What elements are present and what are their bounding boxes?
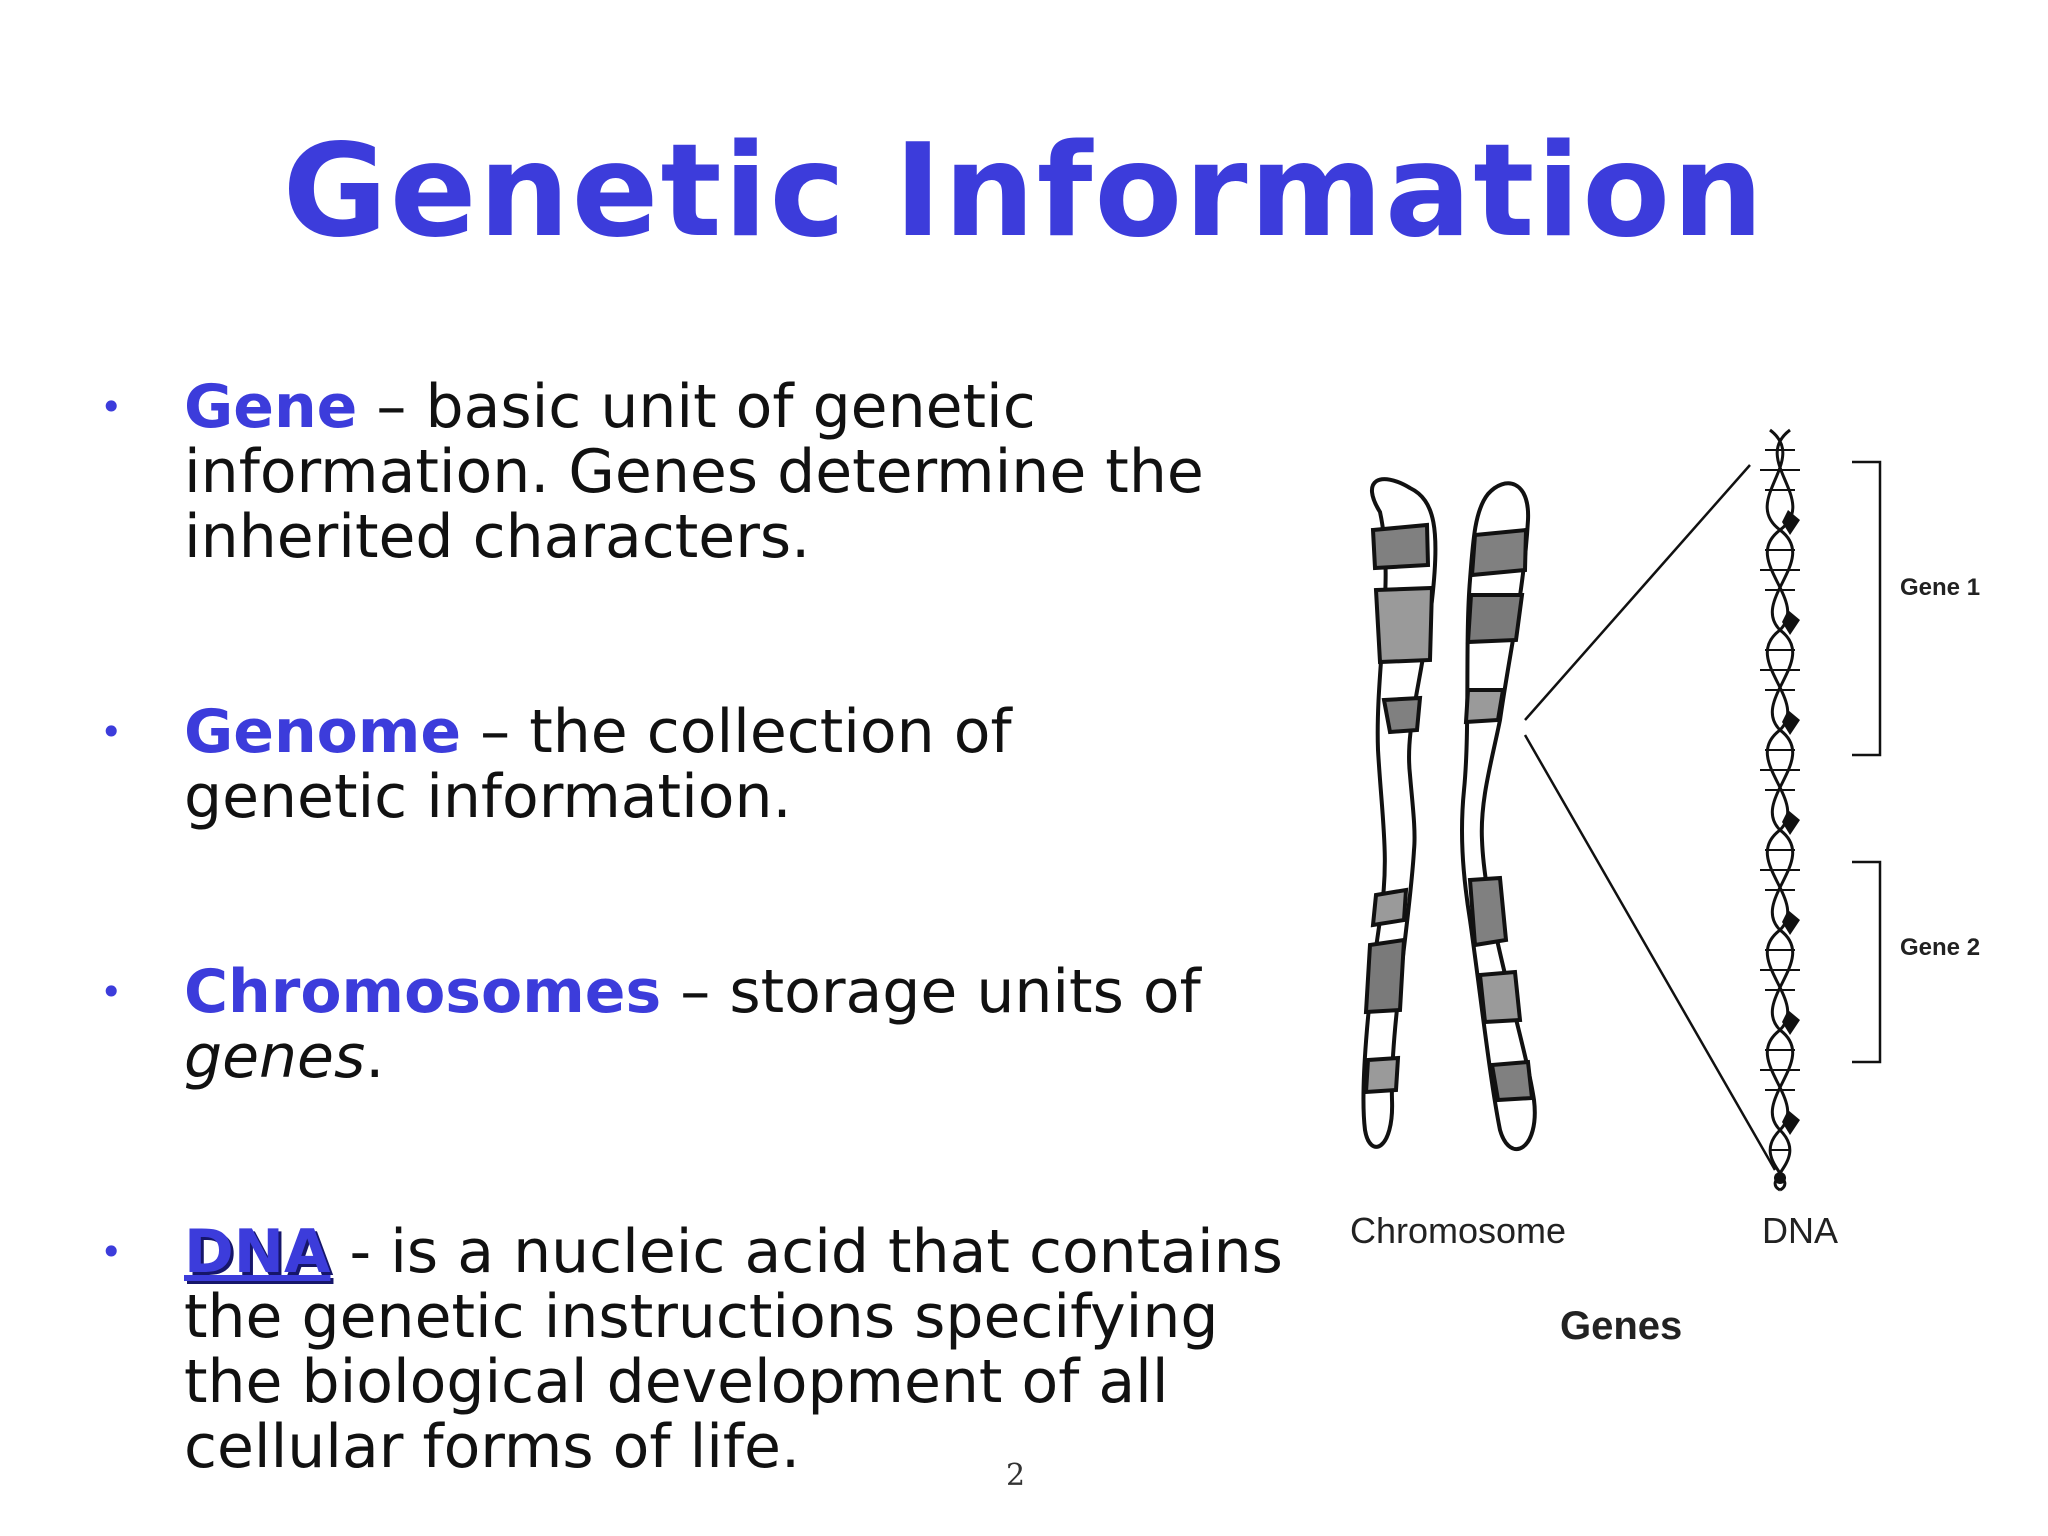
chromatid-left bbox=[1361, 477, 1438, 1149]
band bbox=[1477, 969, 1523, 1025]
term-dna-link[interactable]: DNA bbox=[184, 1217, 331, 1287]
dna-strand-a bbox=[1765, 428, 1795, 1192]
band bbox=[1363, 1055, 1401, 1095]
bullet-dot-icon: • bbox=[100, 1230, 123, 1274]
bullet-dot-icon: • bbox=[100, 710, 123, 754]
definition-chromosomes-italic: genes bbox=[184, 1022, 366, 1092]
dna-helix bbox=[1760, 428, 1800, 1192]
bullet-dot-icon: • bbox=[100, 970, 123, 1014]
chromatid-right bbox=[1460, 481, 1537, 1152]
band bbox=[1467, 875, 1509, 948]
connector-line-top bbox=[1524, 464, 1751, 721]
page-number: 2 bbox=[1006, 1458, 1026, 1493]
definition-dna: is a nucleic acid that contains the gene… bbox=[184, 1217, 1283, 1482]
slide-title: Genetic Information bbox=[282, 117, 1766, 266]
term-chromosomes: Chromosomes bbox=[184, 957, 662, 1027]
band bbox=[1465, 593, 1525, 645]
band bbox=[1381, 695, 1423, 735]
separator: – bbox=[357, 372, 426, 442]
dna-black-segments bbox=[1774, 510, 1800, 1184]
definition-chromosomes: storage units of bbox=[729, 957, 1201, 1027]
dna-rungs bbox=[1760, 449, 1800, 1151]
band bbox=[1370, 522, 1431, 571]
definition-gene: basic unit of genetic information. Genes… bbox=[184, 372, 1204, 572]
chromosome-label: Chromosome bbox=[1350, 1210, 1566, 1251]
band bbox=[1363, 937, 1407, 1015]
term-genome: Genome bbox=[184, 697, 462, 767]
band bbox=[1489, 1059, 1535, 1103]
gene1-bracket bbox=[1852, 460, 1882, 757]
separator: – bbox=[461, 697, 530, 767]
band bbox=[1463, 688, 1506, 725]
chromosome-dna-figure: Gene 1 Gene 2 Chromosome DNA Genes bbox=[1350, 428, 1980, 1348]
term-gene: Gene bbox=[184, 372, 358, 442]
definition-genome: the collection of genetic information. bbox=[184, 697, 1012, 832]
bullet-text: Genome – the collection of genetic infor… bbox=[184, 700, 1084, 830]
figure-caption: Genes bbox=[1560, 1304, 1682, 1348]
separator: - bbox=[330, 1217, 391, 1287]
band bbox=[1370, 887, 1409, 928]
dna-label: DNA bbox=[1762, 1210, 1838, 1251]
dna-strand-b bbox=[1765, 428, 1795, 1192]
separator: – bbox=[661, 957, 730, 1027]
chromosome-illustration bbox=[1361, 477, 1537, 1152]
band bbox=[1373, 585, 1435, 665]
gene-brackets bbox=[1852, 460, 1882, 1064]
gene1-label: Gene 1 bbox=[1900, 574, 1980, 601]
gene2-label: Gene 2 bbox=[1900, 934, 1980, 961]
definition-chromosomes-end: . bbox=[365, 1022, 385, 1092]
connector-lines bbox=[1523, 464, 1777, 1171]
bullet-text: DNA - is a nucleic acid that contains th… bbox=[184, 1220, 1284, 1480]
gene2-bracket bbox=[1852, 860, 1882, 1064]
bullet-text: Chromosomes – storage units of genes. bbox=[184, 960, 1224, 1090]
bullet-dot-icon: • bbox=[100, 385, 123, 429]
bullet-text: Gene – basic unit of genetic information… bbox=[184, 375, 1284, 570]
connector-line-bottom bbox=[1523, 734, 1777, 1171]
band bbox=[1469, 527, 1529, 578]
